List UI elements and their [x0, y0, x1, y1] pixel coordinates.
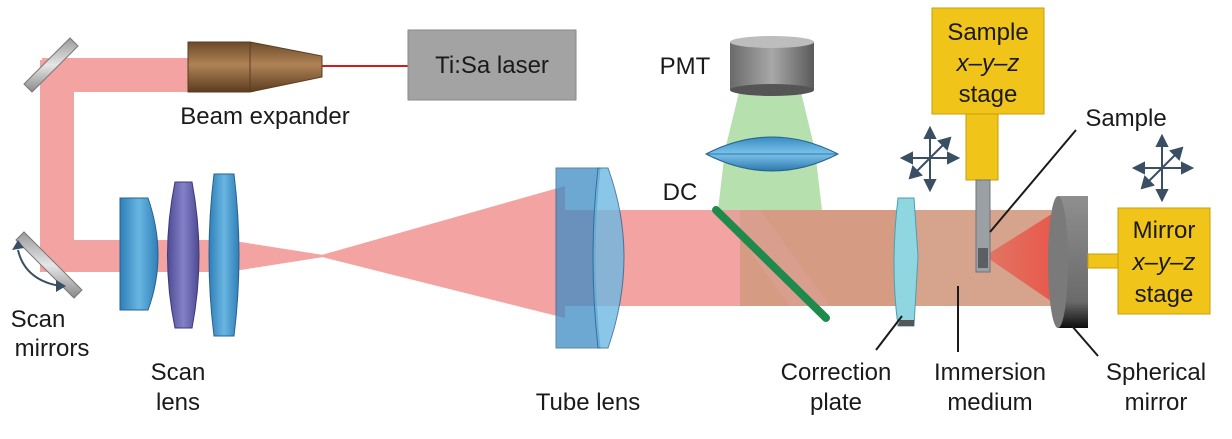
correction-plate-label-line2: plate — [810, 389, 862, 416]
pmt-label: PMT — [660, 53, 711, 80]
mirror-stage-label-line1: Mirror — [1133, 217, 1196, 244]
dc-label: DC — [663, 179, 698, 206]
correction-plate — [893, 197, 919, 327]
tube-lens — [555, 167, 625, 349]
spherical-mirror-leader — [1071, 325, 1099, 357]
top-mirror — [23, 37, 79, 93]
beam-expander: Beam expander — [180, 41, 350, 130]
sample-stage-label-line1: Sample — [947, 19, 1028, 46]
tube-lens-label: Tube lens — [536, 389, 641, 416]
sample-label: Sample — [1085, 105, 1166, 132]
mirror-xyz-arrows-icon — [1131, 133, 1195, 203]
immersion-medium-label-line1: Immersion — [934, 359, 1046, 386]
correction-plate-leader — [875, 315, 903, 351]
scan-mirrors-label-line1: Scan — [11, 306, 66, 333]
dichroic-mirror: DC — [663, 179, 830, 322]
sample-stage: Sample x–y–z stage — [931, 7, 1045, 181]
sample-stage-label-line2: x–y–z — [956, 50, 1020, 77]
beam-expander-label: Beam expander — [180, 103, 349, 130]
spherical-mirror — [1048, 196, 1088, 328]
beam-wedge — [720, 210, 830, 306]
spherical-mirror-label-line2: mirror — [1125, 389, 1188, 416]
scan-mirrors-label-line2: mirrors — [15, 335, 90, 362]
spherical-mirror-label-line1: Spherical — [1106, 359, 1206, 386]
laser-label: Ti:Sa laser — [435, 52, 549, 79]
sample-tip — [978, 248, 988, 268]
scan-lens-label-line1: Scan — [151, 359, 206, 386]
scan-mirror — [12, 231, 83, 299]
sample-stage-label-line3: stage — [959, 81, 1018, 108]
mirror-stage: Mirror x–y–z stage — [1087, 207, 1211, 315]
pmt-detector: PMT — [660, 36, 814, 96]
rotation-arrow-icon — [17, 249, 61, 287]
correction-plate-label-line1: Correction — [781, 359, 892, 386]
mirror-stage-label-line3: stage — [1135, 281, 1194, 308]
scan-lens — [119, 173, 240, 337]
scan-lens-label-line2: lens — [156, 389, 200, 416]
detection-lens — [704, 136, 840, 172]
sample-xyz-arrows-icon — [899, 125, 961, 193]
tisa-laser: Ti:Sa laser — [407, 29, 577, 101]
sample-leader — [989, 129, 1077, 233]
focus-cone — [985, 210, 1058, 306]
immersion-medium-label-line2: medium — [947, 389, 1032, 416]
mirror-stage-label-line2: x–y–z — [1132, 249, 1196, 276]
